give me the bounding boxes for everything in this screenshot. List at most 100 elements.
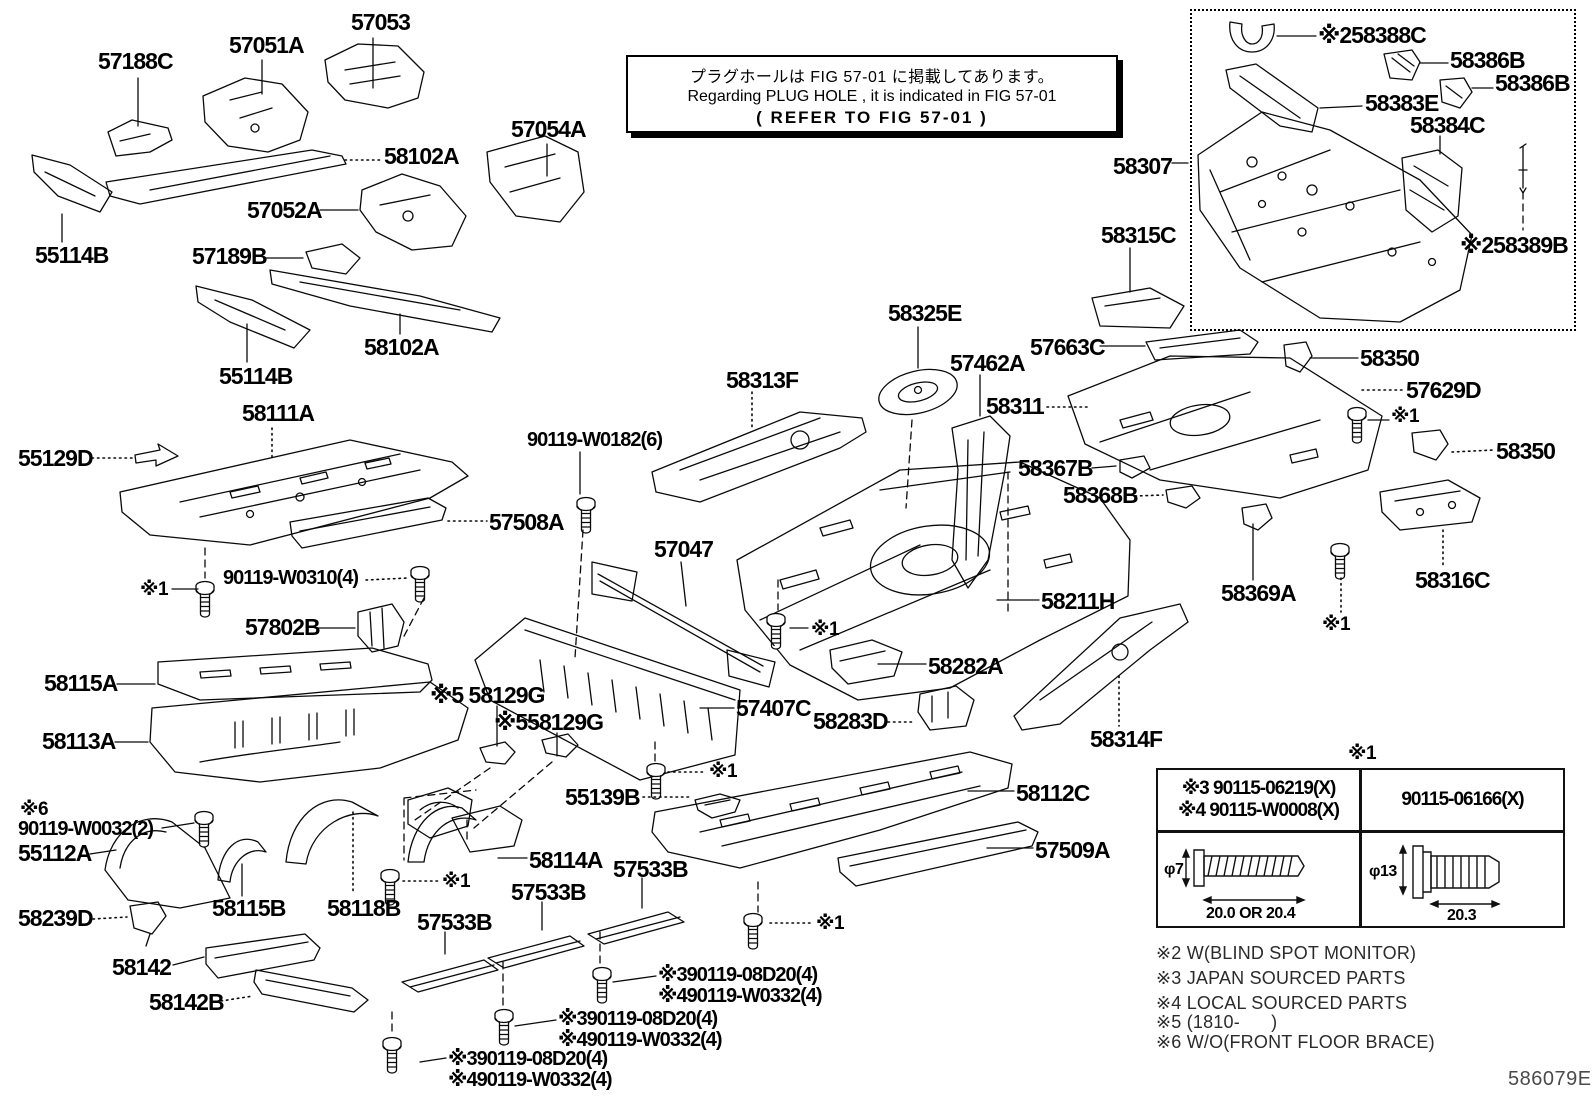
part-58142B — [253, 969, 369, 1013]
part-58315C — [1091, 287, 1185, 329]
part-label: ※390119-08D20(4) — [658, 964, 818, 986]
part-label: 57509A — [1035, 837, 1111, 863]
fastener-spec-table: ※3 90115-06219(X) ※4 90115-W0008(X) 9011… — [1156, 768, 1565, 928]
part-label: 55114B — [219, 363, 293, 389]
footnote-wo-front-floor-brace: ※6 W/O(FRONT FLOOR BRACE) — [1156, 1032, 1435, 1052]
part-label: 58386B — [1450, 47, 1526, 73]
part-label: 57802B — [245, 614, 321, 640]
sketch-rear-panel-inset — [1197, 21, 1528, 323]
part-label: 58316C — [1415, 567, 1491, 593]
part-label: 57462A — [950, 350, 1026, 376]
part-label: 90119-W0310(4) — [223, 567, 359, 589]
part-57533B-1 — [587, 911, 685, 945]
part-58115A — [157, 647, 433, 701]
part-label: 58111A — [242, 400, 315, 426]
part-58115B — [217, 838, 267, 883]
sketch-front-floor — [104, 439, 477, 1013]
footnote-local-sourced: ※4 LOCAL SOURCED PARTS — [1156, 993, 1408, 1013]
part-label: ※258389B — [1460, 232, 1569, 258]
part-label: ※1 — [1391, 406, 1420, 427]
part-label: 55129D — [18, 445, 94, 471]
part-label: 55114B — [35, 242, 109, 268]
part-58113A — [149, 681, 469, 783]
inset-box-rear-panel — [1190, 9, 1576, 331]
part-57188C — [107, 119, 173, 157]
part-58386B-2 — [1439, 77, 1473, 109]
part-58102A-1 — [105, 149, 347, 205]
part-label: 58314F — [1090, 726, 1163, 752]
part-label: 58350 — [1496, 438, 1556, 464]
footnote-date-range: ※5 (1810- ) — [1156, 1012, 1278, 1032]
part-label: ※1 — [1322, 614, 1351, 635]
bolt-drawing-small — [1181, 848, 1306, 905]
part-label: 90119-W0182(6) — [527, 429, 663, 451]
part-label: ※490119-W0332(4) — [448, 1069, 613, 1091]
part-label: 58386B — [1495, 70, 1571, 96]
part-57533B-3 — [401, 959, 499, 993]
part-57052A — [359, 173, 467, 251]
part-label: ※1 — [1348, 743, 1377, 764]
part-label: 58367B — [1018, 455, 1094, 481]
diameter-label: φ13 — [1369, 863, 1397, 880]
part-58316C — [1379, 479, 1481, 531]
part-58118B — [285, 799, 379, 865]
part-label: ※558129G — [494, 709, 604, 735]
part-label: 57053 — [351, 9, 411, 35]
part-58142 — [205, 933, 321, 979]
part-label: 58211H — [1041, 588, 1115, 614]
part-58367B — [1119, 455, 1151, 479]
part-label: 58311 — [986, 393, 1045, 419]
part-57533B-2 — [487, 935, 585, 969]
footnote-blind-spot-monitor: ※2 W(BLIND SPOT MONITOR) — [1156, 943, 1417, 963]
part-58350-1 — [1283, 341, 1313, 373]
part-label: 58325E — [888, 300, 962, 326]
part-label: 58114A — [529, 847, 603, 873]
bolt-drawing-large — [1398, 844, 1501, 909]
part-label: ※490119-W0332(4) — [558, 1029, 723, 1051]
part-label: 58315C — [1101, 222, 1177, 248]
part-57054A — [486, 135, 585, 223]
footnote-japan-sourced: ※3 JAPAN SOURCED PARTS — [1156, 968, 1406, 988]
part-label: ※390119-08D20(4) — [448, 1048, 608, 1070]
part-label: 58113A — [42, 728, 116, 754]
part-label: 57054A — [511, 116, 587, 142]
part-55139B — [694, 793, 741, 819]
part-58389B — [1518, 143, 1528, 194]
part-label: ※1 — [811, 619, 840, 640]
table-body-left: φ7 20.0 OR 20.4 — [1158, 832, 1359, 925]
part-55114B-2 — [195, 285, 311, 349]
part-58388C — [1229, 21, 1275, 53]
part-57508A — [289, 497, 447, 549]
part-57509A — [837, 821, 1039, 887]
sketch-front-crossmembers — [31, 43, 585, 349]
part-58112C — [651, 751, 1013, 869]
part-label: 57533B — [417, 909, 493, 935]
part-label: 58112C — [1016, 780, 1090, 806]
note-line-refer: ( REFER TO FIG 57-01 ) — [756, 108, 988, 127]
table-divider-horizontal — [1158, 830, 1563, 833]
part-57051A — [202, 77, 309, 153]
part-58384C — [1401, 149, 1463, 233]
part-label: 58350 — [1360, 345, 1420, 371]
part-58369A — [1241, 503, 1273, 531]
part-label: ※258388C — [1318, 22, 1427, 48]
part-label: 58313F — [726, 367, 799, 393]
part-58283D — [917, 685, 975, 731]
part-58311-58211H — [736, 461, 1131, 701]
part-label: 58369A — [1221, 580, 1297, 606]
part-label: 57407C — [736, 695, 812, 721]
part-57189B — [305, 243, 361, 275]
part-label: 57047 — [654, 536, 714, 562]
leader-lines — [61, 35, 1524, 1063]
part-label: ※6 — [20, 799, 49, 820]
part-55114B-1 — [31, 154, 113, 213]
part-label: 57508A — [489, 509, 565, 535]
part-57407C — [474, 617, 741, 781]
figure-id: 586079E — [1508, 1068, 1592, 1090]
part-label: 58118B — [327, 895, 401, 921]
part-brace-arch — [407, 805, 477, 863]
diameter-label: φ7 — [1164, 861, 1184, 878]
part-label: 57629D — [1406, 377, 1482, 403]
note-line-japanese: プラグホールは FIG 57-01 に掲載してあります。 — [689, 69, 1055, 86]
